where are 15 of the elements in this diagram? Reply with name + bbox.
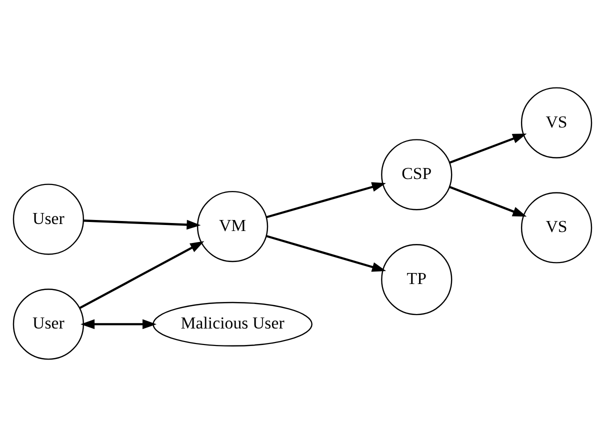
arrow <box>80 319 157 330</box>
node-circle: User <box>12 288 84 360</box>
arrow <box>266 234 386 272</box>
arrow <box>449 186 527 217</box>
arrow <box>449 134 527 164</box>
node-circle: CSP <box>381 139 452 210</box>
node-circle: TP <box>381 244 452 316</box>
arrow <box>83 220 201 230</box>
arrow <box>79 241 204 310</box>
node-circle: VS <box>520 192 592 264</box>
node-circle: VS <box>520 87 592 158</box>
node-circle: User <box>12 184 84 255</box>
arrow <box>266 182 386 218</box>
node-circle: VM <box>196 190 268 262</box>
node-ellipse: Malicious User <box>152 302 312 347</box>
